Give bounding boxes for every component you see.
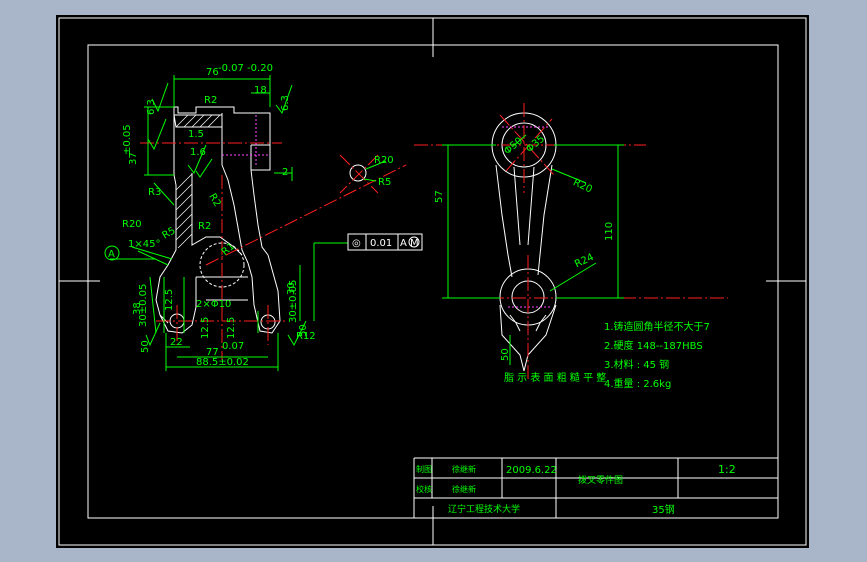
- dim-18: 18: [254, 85, 267, 96]
- dim-77: 77: [206, 347, 219, 358]
- left-view-part: [155, 106, 281, 334]
- dim-22: 22: [170, 337, 183, 348]
- inner-border: [87, 44, 779, 519]
- dim-r2-mid: R2: [206, 192, 222, 209]
- dim-37: 37: [128, 152, 139, 165]
- part-name: 拨叉零件图: [578, 474, 623, 486]
- dim-right-r24: R24: [573, 252, 595, 270]
- dim-1x45: 1×45°: [128, 239, 160, 250]
- dim-12-5-c: 12.5: [226, 317, 237, 339]
- left-centerlines: [140, 142, 407, 360]
- dim-phi-b: Φ35: [524, 133, 547, 155]
- technical-notes: 1.铸造圆角半径不大于7 2.硬度 148--187HBS 3.材料 : 45 …: [604, 320, 710, 390]
- note-1: 1.铸造圆角半径不大于7: [604, 320, 710, 333]
- dim-6-3-left: 6.3: [146, 99, 157, 115]
- detail-view: R20 R5: [339, 154, 394, 194]
- dim-50-right: 50: [298, 324, 309, 337]
- dim-57: 57: [434, 190, 445, 203]
- dim-r2-lower: R2: [198, 221, 211, 232]
- dim-77-tol: 0.07: [222, 341, 244, 352]
- dim-r2-top: R2: [204, 95, 217, 106]
- gtol-frame: ◎ 0.01 A M: [347, 233, 423, 251]
- dim-30-tol-right: 30±0.05: [288, 280, 299, 323]
- dim-r20: R20: [122, 219, 142, 230]
- note-3: 3.材料 : 45 钢: [604, 358, 669, 371]
- drawing-date: 2009.6.22: [506, 465, 557, 476]
- dim-r3: R3: [148, 187, 161, 198]
- datum-label: A: [108, 249, 115, 260]
- dim-6-3-right: 6.3: [280, 95, 291, 111]
- detail-r20: R20: [374, 155, 394, 166]
- dim-88: 88.5±0.02: [196, 357, 249, 368]
- dim-right-50: 50: [500, 348, 511, 361]
- dim-1-6: 1.6: [190, 147, 206, 158]
- note-2: 2.硬度 148--187HBS: [604, 339, 703, 352]
- datum-a: A: [104, 245, 120, 261]
- right-caption: 脂 示 表 面 粗 糙 平 整: [504, 371, 606, 384]
- material: 35钢: [652, 503, 675, 516]
- drawing-scale: 1:2: [718, 463, 736, 476]
- dim-r12: R12: [296, 331, 316, 342]
- gtol-value: 0.01: [370, 238, 392, 249]
- note-4: 4.重量 : 2.6kg: [604, 377, 671, 390]
- gtol-ref: A: [400, 238, 407, 249]
- dim-110: 110: [604, 222, 615, 241]
- dim-38: 38: [132, 302, 143, 315]
- drawn-label: 制图: [416, 464, 432, 474]
- dim-12-5-a: 12.5: [164, 289, 175, 311]
- gtol-mod: M: [410, 238, 419, 249]
- title-block: 制图 校核 徐继新 徐继新 2009.6.22 拨叉零件图 1:2 辽宁工程技术…: [413, 457, 778, 518]
- dim-right-r20: R20: [571, 177, 593, 195]
- checked-label: 校核: [416, 484, 432, 494]
- dim-2: 2: [282, 167, 288, 178]
- drawing-sheet: A 76 -0.07 -0.20 R2 18 6.3 6.3 1.5 1.6 3…: [56, 15, 809, 548]
- cad-drawing: A 76 -0.07 -0.20 R2 18 6.3 6.3 1.5 1.6 3…: [58, 17, 807, 546]
- datum-circle: [104, 245, 120, 261]
- dim-37-tol: ±0.05: [122, 124, 133, 155]
- dim-12-5-b: 12.5: [200, 317, 211, 339]
- dim-30-tol: 30±0.05: [138, 284, 149, 327]
- hatch-lines: [175, 114, 221, 249]
- dim-30-right: 30: [286, 282, 297, 295]
- right-dimension-lines: [442, 134, 624, 365]
- dim-1-5: 1.5: [188, 129, 204, 140]
- dim-r5-lower: R5: [161, 225, 178, 241]
- detail-r5: R5: [378, 177, 391, 188]
- gtol-mod-circle: [408, 236, 420, 248]
- school-name: 辽宁工程技术大学: [448, 503, 520, 515]
- drawn-name: 徐继新: [452, 464, 476, 474]
- right-hidden-lines: [502, 126, 550, 308]
- gtol-symbol: ◎: [352, 238, 361, 249]
- dim-hole: 2×Φ10: [196, 299, 231, 310]
- roughness-symbols: [145, 82, 307, 347]
- left-hidden-lines: [222, 115, 270, 165]
- left-dimension-lines: [110, 75, 348, 371]
- dim-width-top-tol: -0.07 -0.20: [218, 63, 273, 74]
- checked-name: 徐继新: [452, 484, 476, 494]
- centering-marks: [59, 18, 806, 545]
- section-hatch: [173, 114, 223, 128]
- dim-width-top: 76: [206, 67, 219, 78]
- dim-50-left: 50: [140, 340, 151, 353]
